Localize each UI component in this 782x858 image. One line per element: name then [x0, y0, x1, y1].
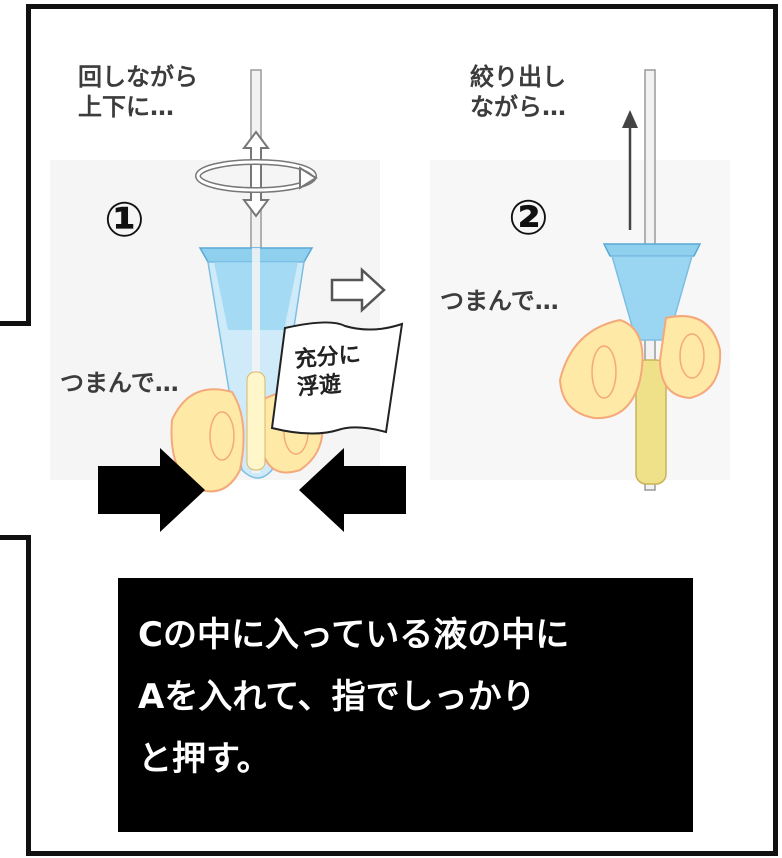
- step2-right-finger: [658, 315, 722, 400]
- up-down-arrow-icon: [242, 130, 270, 218]
- float-note-box: [270, 321, 404, 435]
- step1-number: ①: [104, 192, 145, 248]
- next-step-arrow-icon: [330, 267, 386, 313]
- instruction-caption-text: Cの中に入っている液の中に Aを入れて、指でしっかり と押す。: [138, 615, 570, 779]
- step2-pinch-label: つまんで…: [440, 287, 559, 315]
- frame-bottom-line: [26, 851, 778, 856]
- step2-squeeze-label: 絞り出し ながら…: [470, 63, 566, 121]
- step1-swab-in-tube: [252, 248, 260, 473]
- frame-left-lower-tick: [0, 535, 31, 540]
- step1-float-label: 充分に 浮遊: [293, 342, 362, 401]
- frame-left-lower-line: [26, 535, 31, 856]
- frame-left-upper-line: [26, 4, 31, 326]
- step2-swab-tip: [635, 359, 667, 485]
- left-press-arrow-icon: [98, 448, 205, 532]
- step1-swab-tip: [246, 371, 266, 471]
- frame-top-line: [26, 4, 778, 9]
- instruction-caption-box: [118, 578, 693, 832]
- step2-number: ②: [508, 190, 549, 246]
- right-press-arrow-icon: [299, 448, 406, 532]
- step1-pinch-label: つまんで…: [60, 369, 179, 397]
- step1-motion-label: 回しながら 上下に…: [78, 63, 198, 121]
- frame-right-line: [773, 4, 778, 856]
- step2-tube-rim: [602, 243, 702, 257]
- frame-left-upper-tick: [0, 321, 31, 326]
- step2-left-finger: [558, 318, 644, 420]
